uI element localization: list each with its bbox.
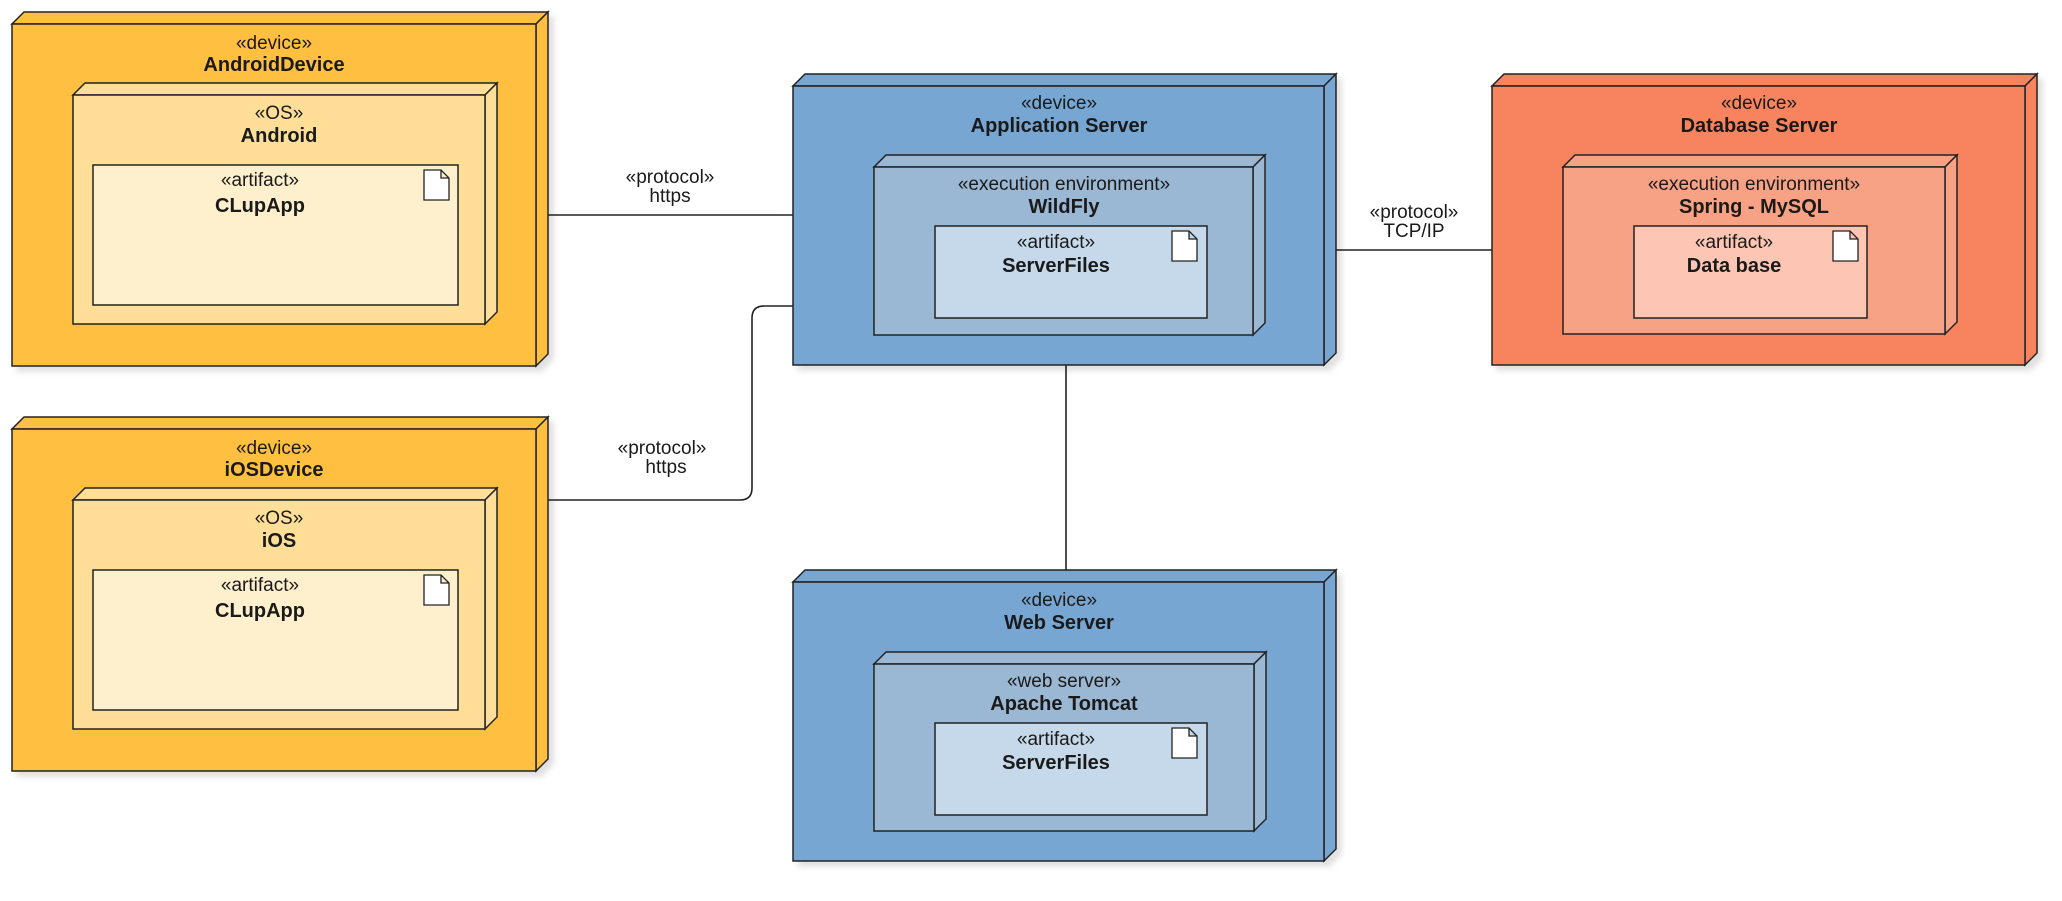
- node-top-face: [10, 416, 550, 430]
- web-server-stereotype: «device»: [1021, 590, 1097, 611]
- node-side-face: [535, 415, 549, 773]
- web-server-artifact-stereotype: «artifact»: [1017, 729, 1095, 750]
- db-server-stereotype: «device»: [1721, 93, 1797, 114]
- android-protocol-stereotype: «protocol»: [626, 167, 715, 188]
- connections: [548, 214, 1492, 570]
- ios-os-stereotype: «OS»: [255, 508, 304, 529]
- db-server-artifact-name: Data base: [1687, 255, 1782, 277]
- spring-mysql-stereotype: «execution environment»: [1648, 174, 1860, 195]
- db-server-name: Database Server: [1681, 115, 1838, 137]
- edge-ios-app[interactable]: [548, 305, 793, 501]
- env-top-face: [872, 651, 1268, 665]
- env-side-face: [484, 81, 498, 326]
- node-top-face: [791, 569, 1338, 583]
- tomcat-name: Apache Tomcat: [990, 693, 1138, 715]
- artifact-box: [92, 569, 459, 711]
- ios-artifact-stereotype: «artifact»: [221, 575, 299, 596]
- app-server-stereotype: «device»: [1021, 93, 1097, 114]
- web-server-artifact[interactable]: [934, 722, 1208, 816]
- android-artifact-stereotype: «artifact»: [221, 170, 299, 191]
- document-icon: [423, 574, 450, 606]
- app-server-name: Application Server: [971, 115, 1148, 137]
- android-os-name: Android: [241, 125, 318, 147]
- android-os-stereotype: «OS»: [255, 103, 304, 124]
- wildfly-stereotype: «execution environment»: [958, 174, 1170, 195]
- node-side-face: [1323, 568, 1337, 863]
- env-side-face: [1252, 153, 1266, 337]
- db-protocol-stereotype: «protocol»: [1370, 202, 1459, 223]
- ios-artifact-name: CLupApp: [215, 600, 305, 622]
- node-top-face: [1490, 73, 2039, 87]
- connection-labels: «protocol» https «protocol» https «proto…: [618, 167, 1459, 478]
- app-server-artifact-name: ServerFiles: [1002, 255, 1110, 277]
- env-side-face: [1944, 153, 1958, 336]
- tomcat-stereotype: «web server»: [1007, 671, 1121, 692]
- node-top-face: [791, 73, 1338, 87]
- env-top-face: [71, 487, 499, 501]
- android-device-stereotype: «device»: [236, 33, 312, 54]
- env-top-face: [71, 82, 499, 96]
- android-device-name: AndroidDevice: [203, 54, 344, 76]
- env-side-face: [1253, 650, 1267, 833]
- document-icon: [423, 169, 450, 201]
- node-side-face: [535, 10, 549, 368]
- node-top-face: [10, 11, 550, 25]
- ios-os-name: iOS: [262, 530, 296, 552]
- app-server-artifact[interactable]: [934, 225, 1208, 319]
- web-server-artifact-name: ServerFiles: [1002, 752, 1110, 774]
- app-server-artifact-stereotype: «artifact»: [1017, 232, 1095, 253]
- android-artifact[interactable]: [92, 164, 459, 306]
- document-icon: [1171, 727, 1198, 759]
- ios-protocol-name: https: [645, 457, 686, 478]
- db-server-artifact[interactable]: [1633, 225, 1868, 319]
- document-icon: [1832, 230, 1859, 262]
- artifact-box: [934, 722, 1208, 816]
- web-server-name: Web Server: [1004, 612, 1114, 634]
- ios-device-stereotype: «device»: [236, 438, 312, 459]
- env-side-face: [484, 486, 498, 731]
- artifact-box: [1633, 225, 1868, 319]
- spring-mysql-name: Spring - MySQL: [1679, 196, 1829, 218]
- env-top-face: [872, 154, 1267, 168]
- document-icon: [1171, 230, 1198, 262]
- db-protocol-name: TCP/IP: [1383, 221, 1444, 242]
- ios-protocol-stereotype: «protocol»: [618, 438, 707, 459]
- android-artifact-name: CLupApp: [215, 195, 305, 217]
- env-top-face: [1561, 154, 1959, 168]
- wildfly-name: WildFly: [1029, 196, 1101, 218]
- db-server-artifact-stereotype: «artifact»: [1695, 232, 1773, 253]
- ios-artifact[interactable]: [92, 569, 459, 711]
- node-side-face: [1323, 72, 1337, 367]
- node-side-face: [2024, 72, 2038, 367]
- artifact-box: [934, 225, 1208, 319]
- ios-device-name: iOSDevice: [225, 459, 324, 481]
- artifact-box: [92, 164, 459, 306]
- android-protocol-name: https: [649, 186, 690, 207]
